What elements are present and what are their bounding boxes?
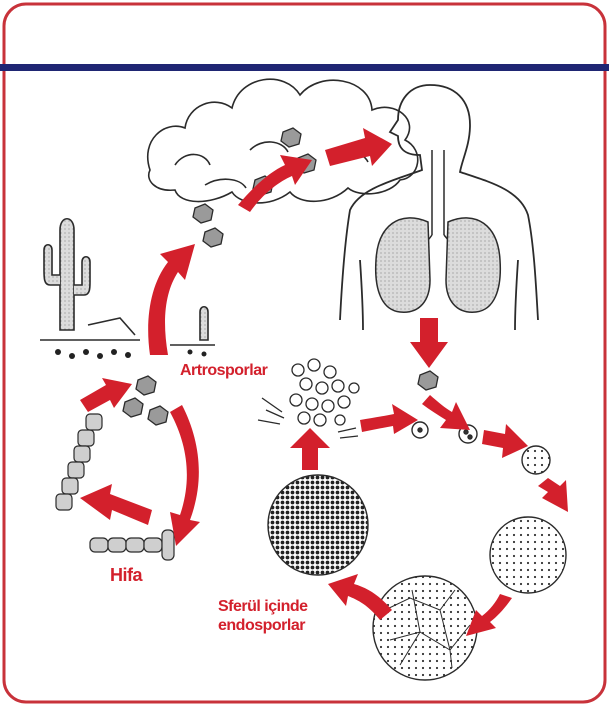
soil-particles: [55, 349, 207, 359]
label-sferul-line2: endosporlar: [218, 616, 308, 635]
lungs-icon: [376, 150, 501, 312]
label-sferul-endosporlar: Sferül içinde endosporlar: [218, 597, 308, 635]
endospore-cluster: [258, 359, 359, 438]
cactus-icon: [40, 219, 215, 345]
label-artrosporlar: Artrosporlar: [180, 362, 267, 380]
hypha-icon: [56, 414, 174, 560]
label-sferul-line1: Sferül içinde: [218, 597, 308, 616]
top-bar: [0, 64, 609, 71]
human-torso-icon: [340, 85, 538, 330]
label-hifa: Hifa: [110, 565, 142, 586]
